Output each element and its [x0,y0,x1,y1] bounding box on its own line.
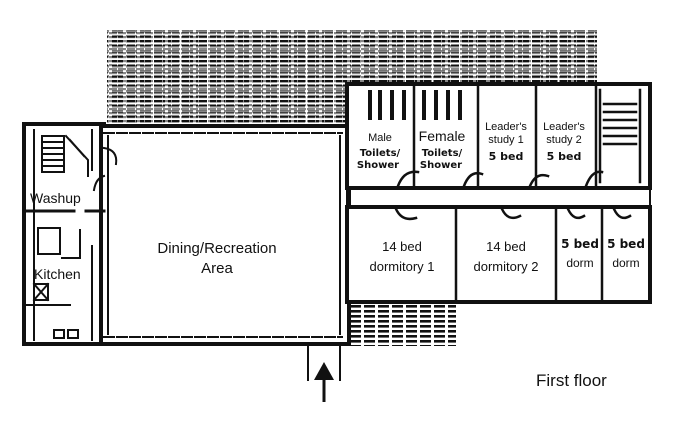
window-strips [103,132,343,338]
roof-hatching [107,30,597,346]
leader-study-2-label-line2: study 2 [546,134,581,146]
leader-study-2-label-line3: 5 bed [547,150,582,163]
washup-label: Washup [30,190,81,206]
top-row-walls [368,84,642,188]
leader-study-1-label-line2: study 1 [488,134,523,146]
female-toilets-label-line2: Toilets/ [422,148,463,159]
leader-study-1-label-line1: Leader's [485,121,527,133]
entrance [307,343,341,381]
dining-label-line2: Area [201,260,233,277]
dormitory-2-label-line2: dormitory 2 [473,259,538,274]
dorm-5-bed-b-label-line1: 5 bed [607,237,645,251]
female-toilets-label-line3: Shower [420,160,462,171]
dormitory-1-label-line1: 14 bed [382,239,422,254]
floor-title: First floor [536,371,607,390]
dining-label-line1: Dining/Recreation [157,240,276,257]
male-toilets-label-line3: Shower [357,160,399,171]
dorm-5-bed-b-label-line2: dorm [612,256,639,270]
dorm-5-bed-a-label-line2: dorm [566,256,593,270]
entrance-arrow-icon [314,362,334,402]
male-toilets-label-line1: Male [368,132,392,144]
dorm-5-bed-a-label-line1: 5 bed [561,237,599,251]
male-toilets-label-line2: Toilets/ [360,148,401,159]
leader-study-1-label-line3: 5 bed [489,150,524,163]
dormitory-1-label-line2: dormitory 1 [369,259,434,274]
kitchen-label: Kitchen [34,266,81,282]
leader-study-2-label-line1: Leader's [543,121,585,133]
female-toilets-label-line1: Female [419,128,466,144]
left-wing-walls [22,129,118,341]
dormitory-2-label-line1: 14 bed [486,239,526,254]
bottom-row-walls [394,207,632,302]
